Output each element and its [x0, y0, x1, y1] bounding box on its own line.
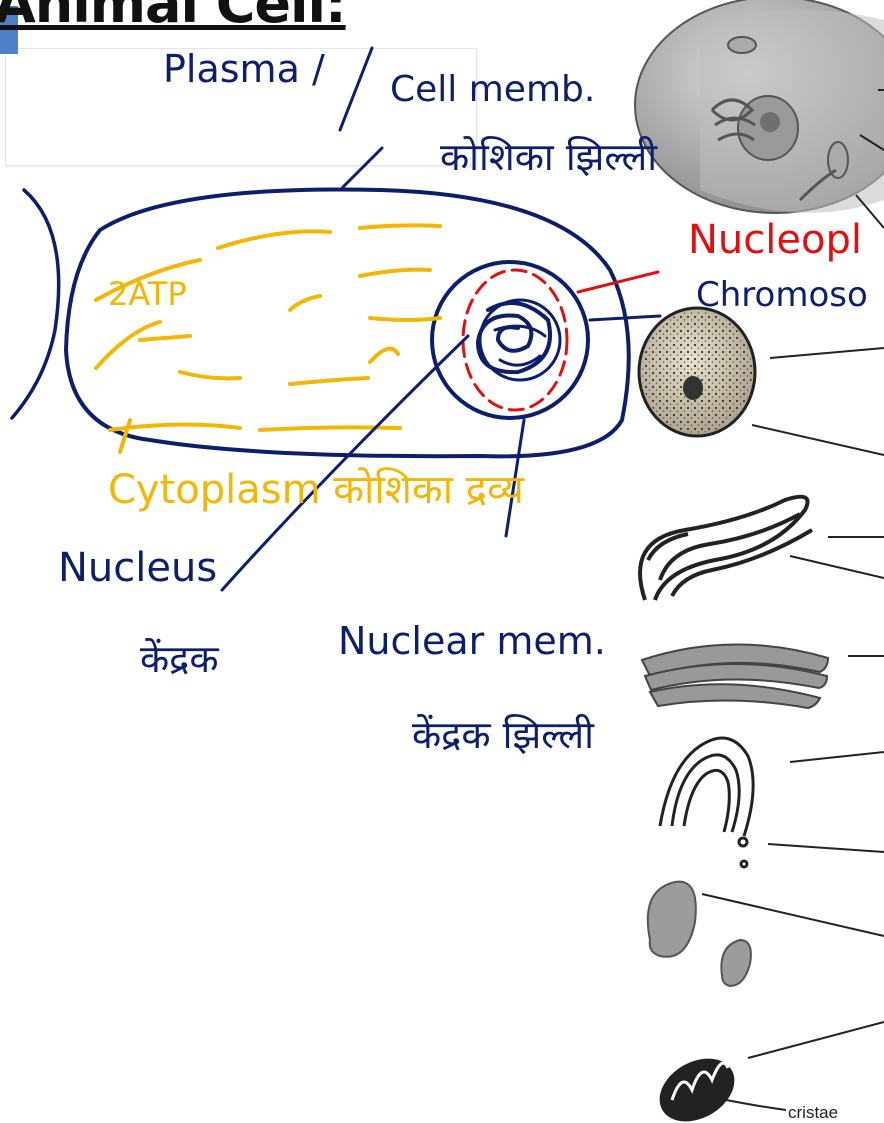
label-nuclear-membrane-hindi: केंद्रक झिल्ली	[412, 716, 594, 754]
label-chromosome: Chromoso	[696, 278, 868, 312]
label-nucleus-hindi: केंद्रक	[140, 640, 219, 678]
label-nucleus: Nucleus	[58, 548, 217, 588]
label-nucleoplasm: Nucleopl	[688, 220, 862, 260]
label-cell-memb: Cell memb.	[390, 72, 595, 108]
label-cristae: cristae	[788, 1103, 838, 1123]
cell-outline	[66, 190, 629, 457]
label-cytoplasm: Cytoplasm कोशिका द्रव्य	[108, 470, 524, 510]
label-plasma: Plasma /	[163, 50, 325, 88]
label-atp: 2ATP	[108, 278, 187, 310]
label-nuclear-membrane: Nuclear mem.	[338, 622, 606, 660]
label-cell-membrane-hindi: कोशिका झिल्ली	[440, 138, 657, 176]
